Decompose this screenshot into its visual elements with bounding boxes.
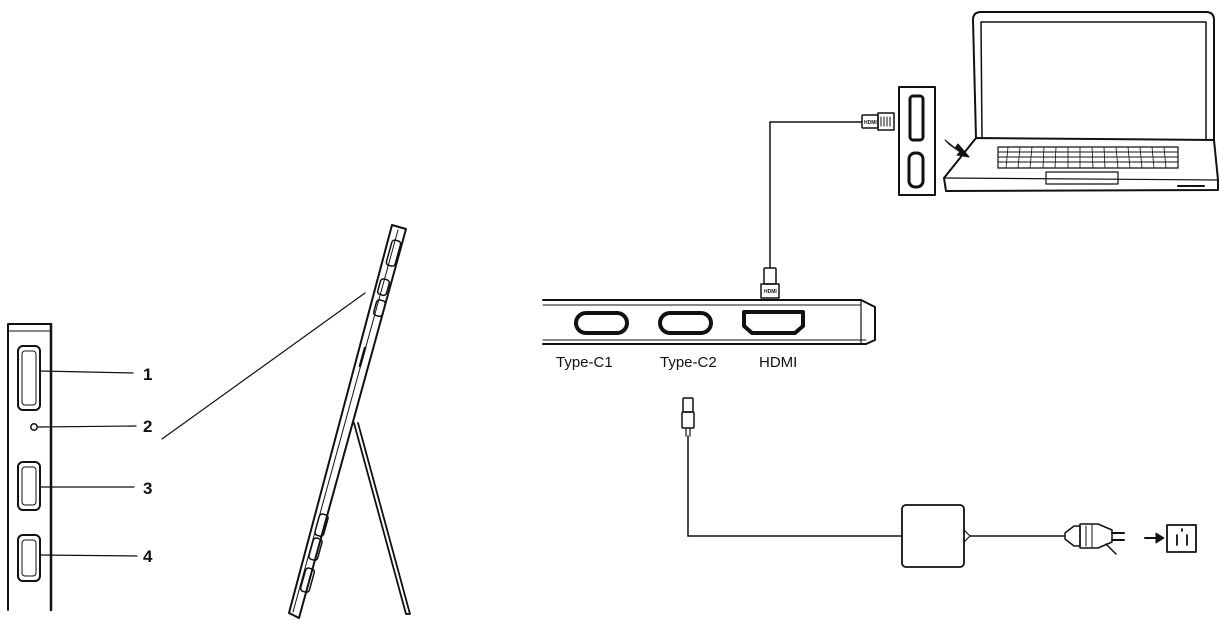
port-bar (542, 299, 876, 345)
callout-3: 3 (143, 479, 152, 498)
usb-c-power-cable (681, 397, 903, 537)
indicator-light (30, 423, 38, 431)
monitor-side-view (288, 224, 411, 619)
hdmi-port (742, 310, 805, 335)
hdmi-plug-mark-top: HDMI (764, 289, 777, 295)
laptop-icon (943, 11, 1219, 192)
button-3 (17, 461, 41, 511)
type-c2-label: Type-C2 (660, 354, 717, 371)
type-c2-port (658, 311, 713, 335)
button-1 (17, 345, 41, 411)
callout-4: 4 (143, 547, 153, 566)
type-c1-port (574, 311, 629, 335)
laptop-port-panel (898, 86, 936, 196)
hdmi-cable (760, 112, 895, 299)
callout-1: 1 (143, 365, 152, 384)
side-panel-closeup (7, 322, 138, 612)
type-c1-label: Type-C1 (556, 354, 613, 371)
power-plug-icon (1064, 523, 1125, 555)
arrow-to-outlet (1144, 532, 1165, 544)
button-4 (17, 534, 41, 582)
arrow-icon (944, 139, 970, 158)
wall-outlet-icon (1166, 524, 1197, 553)
zoom-leader-line (161, 292, 366, 440)
callout-2: 2 (143, 417, 152, 436)
hdmi-plug-mark-side: HDMI (864, 120, 877, 126)
power-adapter (901, 504, 1066, 568)
hdmi-label: HDMI (759, 354, 797, 371)
